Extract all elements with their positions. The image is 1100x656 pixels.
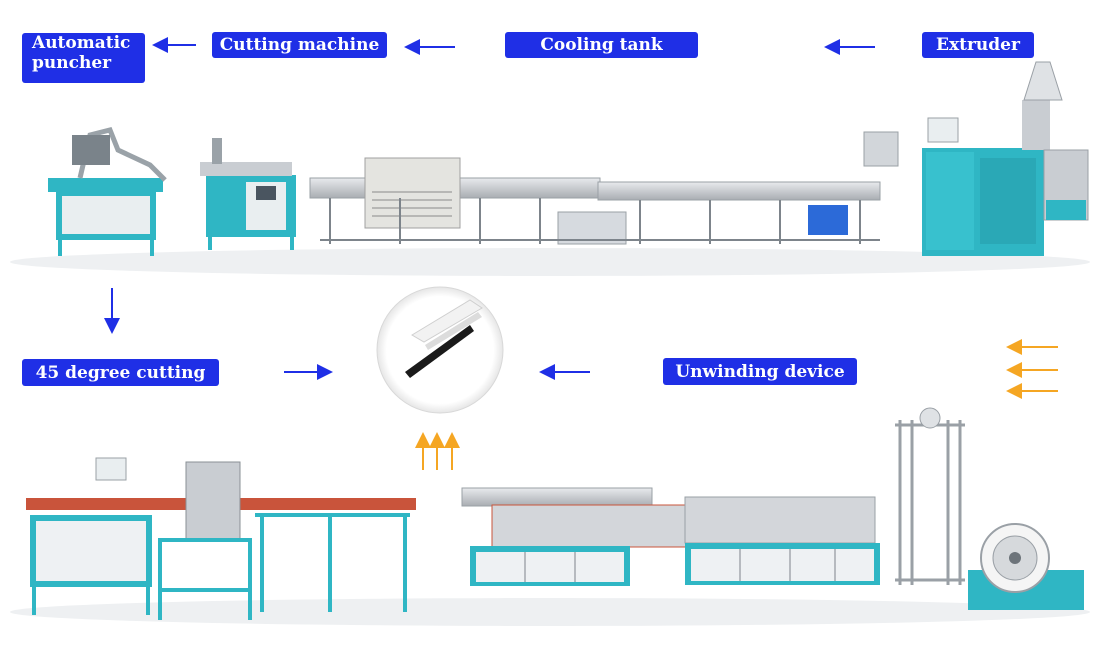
orange-arrows xyxy=(415,339,1058,470)
label-automatic-puncher-line2: puncher xyxy=(32,53,112,73)
product-circle xyxy=(376,286,504,414)
degree-cutting-machine xyxy=(26,457,416,620)
floor-shadows xyxy=(10,248,1090,626)
label-cutting-machine: Cutting machine xyxy=(212,32,387,58)
cutting-machine xyxy=(200,138,296,250)
label-45-degree-cutting: 45 degree cutting xyxy=(22,359,219,386)
automatic-puncher-machine xyxy=(48,127,167,256)
label-cooling-tank: Cooling tank xyxy=(505,32,698,58)
label-extruder: Extruder xyxy=(922,32,1034,58)
unwinding-device-machine xyxy=(895,407,1084,610)
label-automatic-puncher-line1: Automatic xyxy=(32,33,131,53)
label-automatic-puncher: Automatic puncher xyxy=(22,33,145,83)
forming-line-machine xyxy=(461,487,880,586)
label-unwinding-device: Unwinding device xyxy=(663,358,857,385)
flow-arrows xyxy=(104,37,875,380)
cooling-tank-machine xyxy=(309,131,899,245)
extruder-machine xyxy=(922,61,1089,256)
